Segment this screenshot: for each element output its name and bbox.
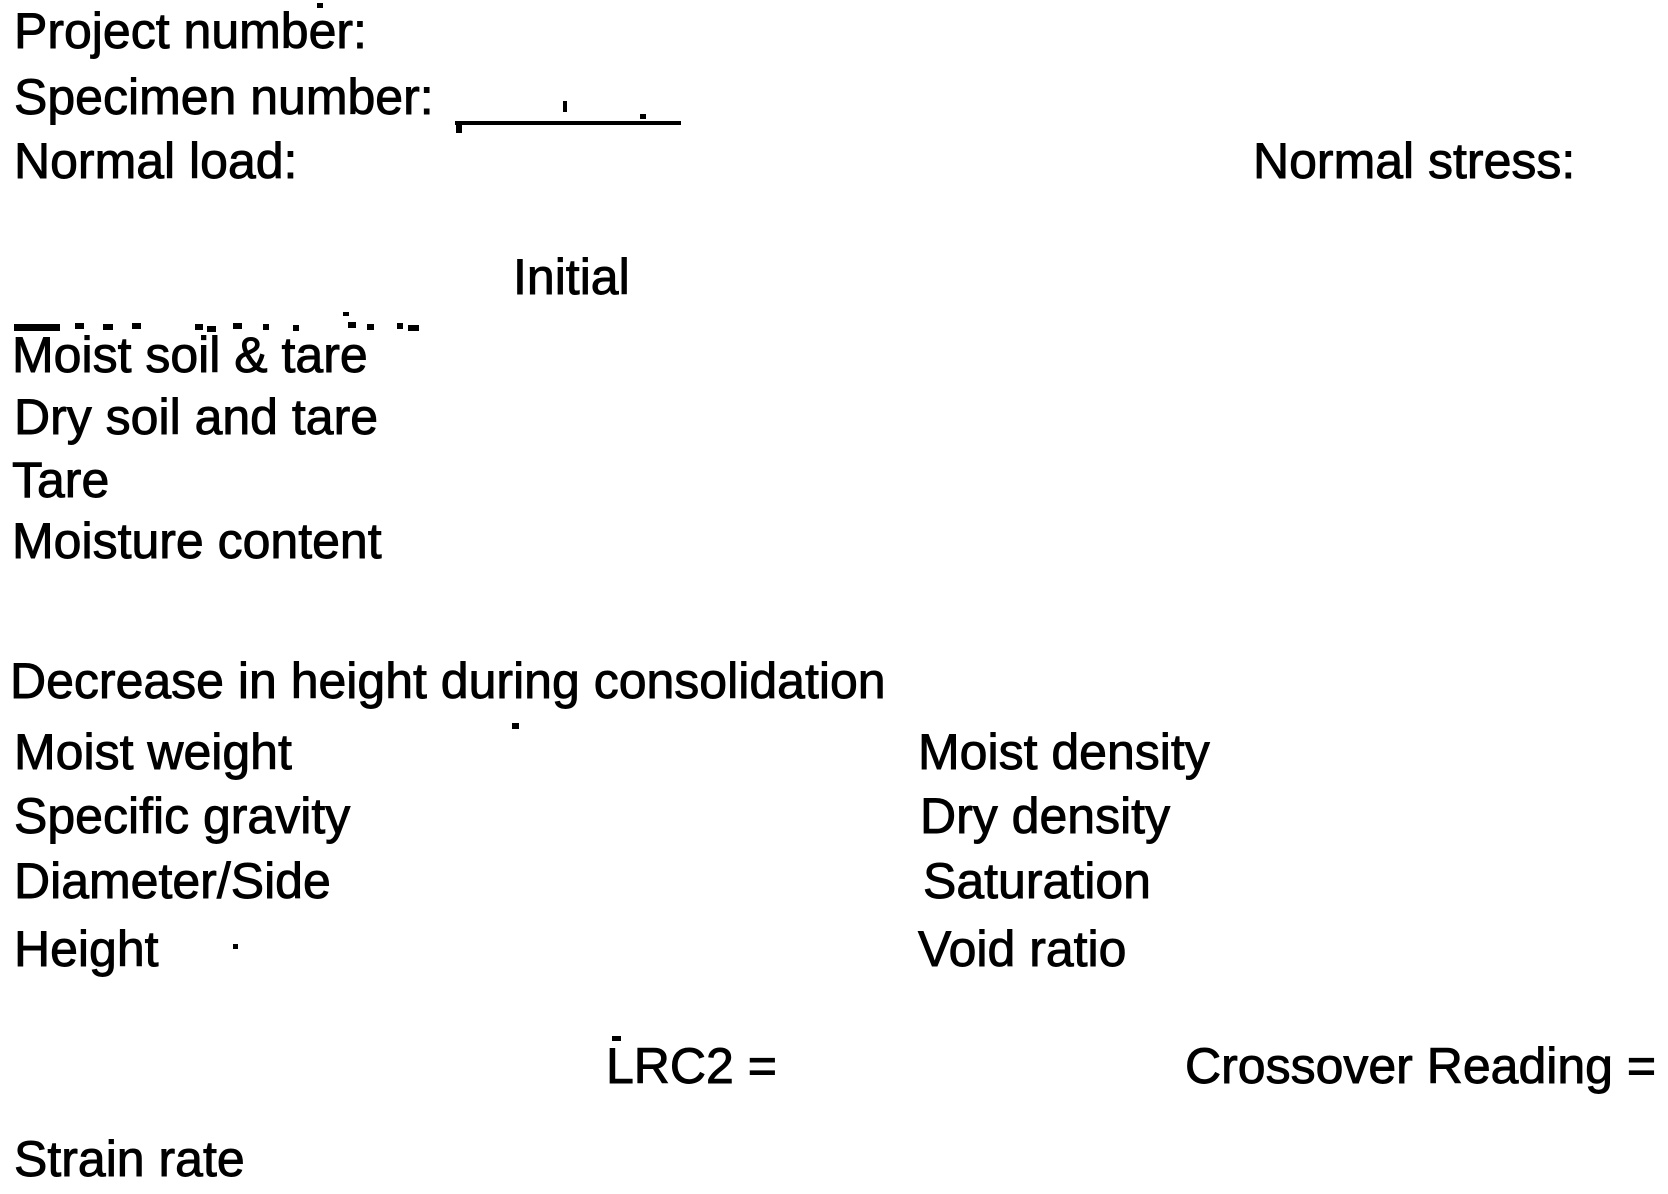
scan-noise-speck (612, 1036, 621, 1041)
row-dry-soil-and-tare: Dry soil and tare (14, 389, 379, 445)
normal-stress-label: Normal stress: (1253, 133, 1576, 189)
scan-noise-dash (195, 324, 203, 330)
project-number-label: Project number: (14, 3, 368, 59)
scan-noise-dash (103, 324, 113, 330)
row-moist-weight: Moist weight (14, 724, 293, 780)
strain-rate-label: Strain rate (14, 1131, 246, 1187)
row-height: Height (14, 921, 159, 977)
scan-noise-speck (317, 3, 323, 8)
scan-noise-dash (14, 324, 60, 331)
scan-noise-speck (512, 723, 519, 729)
initial-column-header: Initial (513, 249, 631, 305)
row-moisture-content: Moisture content (12, 513, 383, 569)
scan-noise-dash (293, 325, 299, 331)
row-moist-density: Moist density (918, 724, 1211, 780)
scan-noise-speck (233, 944, 238, 949)
specimen-number-blank (455, 121, 681, 125)
row-saturation: Saturation (923, 853, 1152, 909)
row-decrease-in-height: Decrease in height during consolidation (10, 653, 886, 709)
row-diameter-side: Diameter/Side (14, 853, 332, 909)
row-void-ratio: Void ratio (918, 921, 1127, 977)
scan-noise-dash (132, 323, 141, 329)
scan-noise-speck (563, 101, 567, 112)
scan-noise-dash (408, 325, 419, 331)
crossover-reading-label: Crossover Reading = (1185, 1038, 1657, 1094)
row-tare: Tare (12, 452, 110, 508)
normal-load-label: Normal load: (14, 133, 298, 189)
scan-noise-dash (348, 322, 356, 328)
scan-noise-dash (207, 326, 216, 332)
row-specific-gravity: Specific gravity (14, 788, 351, 844)
scan-noise-dash (75, 323, 84, 329)
scan-noise-speck (343, 312, 349, 316)
scan-noise-dash (263, 324, 269, 330)
scan-noise-dash (397, 323, 403, 329)
row-moist-soil-and-tare: Moist soil & tare (12, 327, 369, 383)
specimen-number-label: Specimen number: (14, 69, 435, 125)
row-dry-density: Dry density (920, 788, 1171, 844)
scan-noise-dash (367, 324, 374, 330)
scan-noise-speck (640, 114, 646, 119)
scan-noise-dash (233, 323, 242, 329)
lrc2-label: LRC2 = (606, 1038, 778, 1094)
scan-noise-speck (456, 124, 462, 133)
